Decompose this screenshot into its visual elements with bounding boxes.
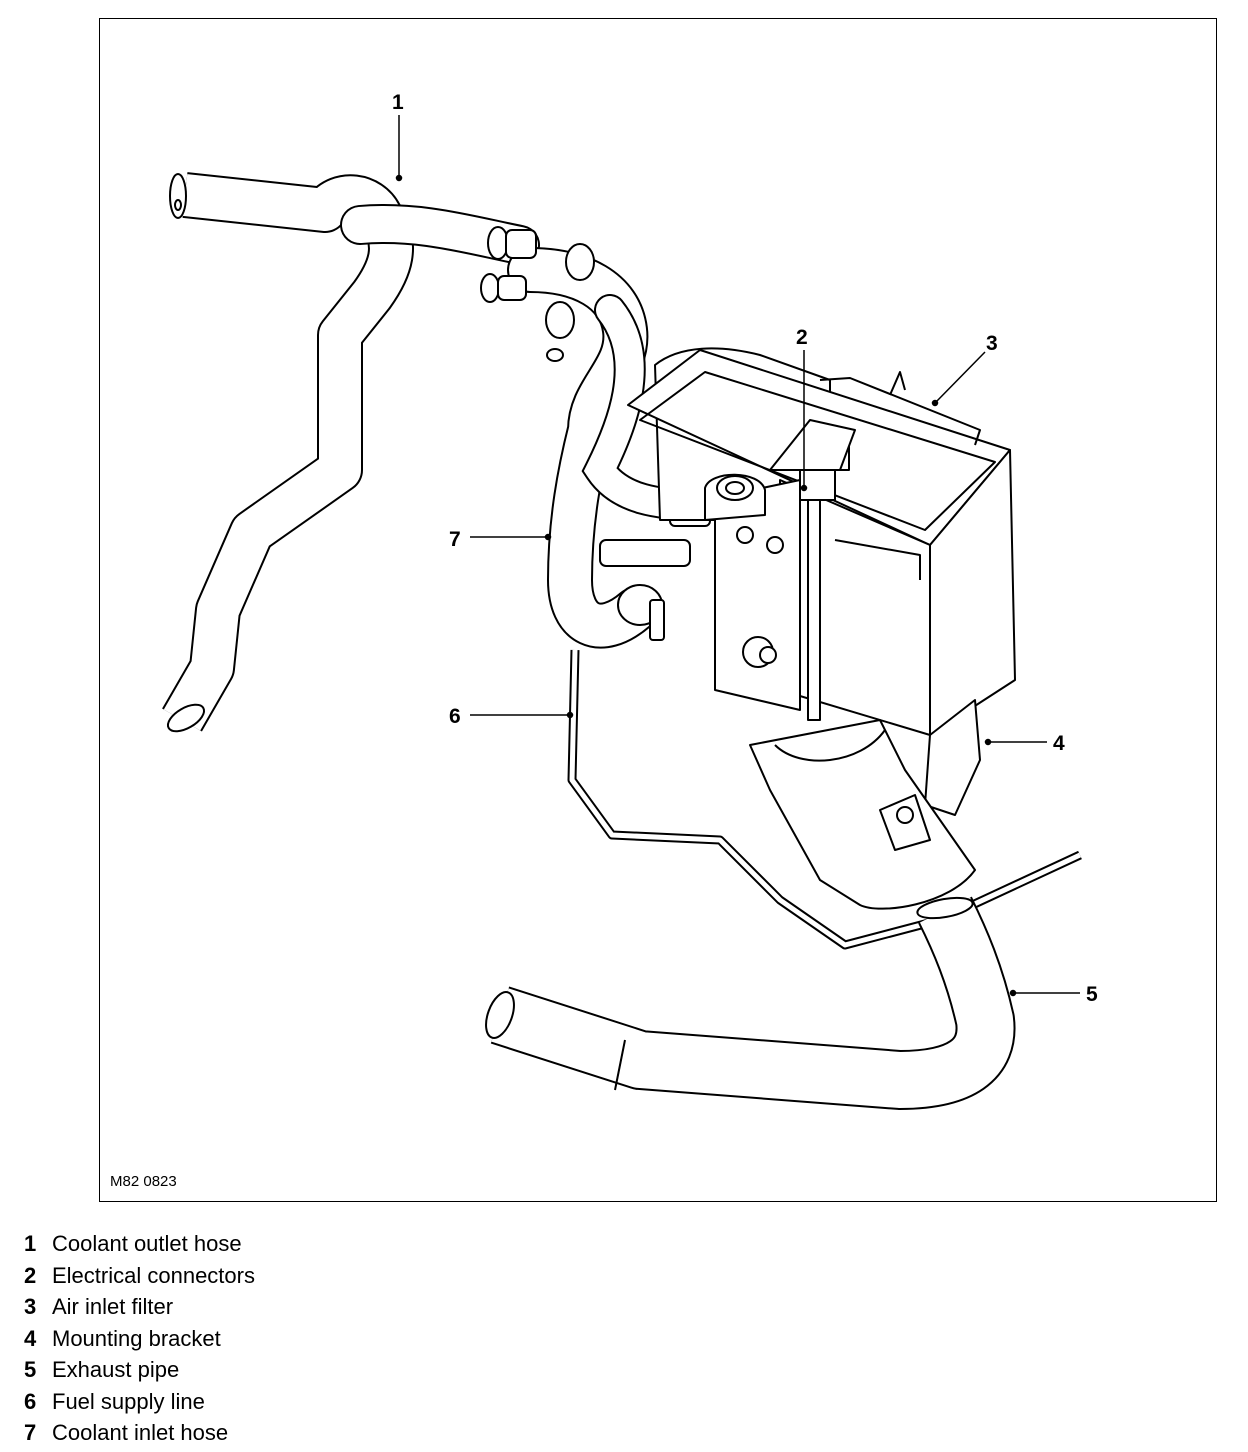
- legend-number: 2: [24, 1262, 37, 1288]
- legend-number: 1: [24, 1231, 37, 1256]
- callout-4: 4: [1053, 732, 1065, 755]
- legend-label: Exhaust pipe: [52, 1357, 180, 1382]
- parts-legend: 1 Coolant outlet hose 2 Electrical connect…: [24, 1228, 255, 1449]
- heater-unit: [627, 347, 1016, 736]
- legend-item: 7 Coolant inlet hose: [24, 1417, 255, 1449]
- legend-number: 4: [24, 1325, 37, 1351]
- legend-item: 4 Mounting bracket: [24, 1323, 255, 1355]
- legend-number: 7: [24, 1420, 37, 1445]
- legend-label: Fuel supply line: [52, 1388, 205, 1414]
- legend-item: 2 Electrical connectors: [24, 1260, 255, 1292]
- legend-number: 5: [24, 1357, 37, 1382]
- hose-clamps: [480, 226, 711, 641]
- legend-label: Electrical connectors: [52, 1262, 255, 1288]
- legend-label: Coolant inlet hose: [52, 1420, 229, 1445]
- legend-label: Coolant outlet hose: [52, 1231, 242, 1256]
- exhaust-pipe: [485, 896, 1016, 1110]
- callout-7: 7: [449, 528, 461, 551]
- coolant-outlet-hose: [162, 172, 540, 733]
- legend-number: 6: [24, 1388, 37, 1414]
- heater-assembly-diagram: [162, 115, 1082, 1110]
- figure-frame: [99, 18, 1217, 1202]
- legend-number: 3: [24, 1294, 37, 1319]
- legend-item: 3 Air inlet filter: [24, 1291, 255, 1323]
- legend-label: Air inlet filter: [52, 1294, 174, 1319]
- callout-6: 6: [449, 705, 461, 728]
- callout-3: 3: [986, 332, 998, 355]
- figure-code: M82 0823: [110, 1173, 177, 1190]
- legend-item: 1 Coolant outlet hose: [24, 1228, 255, 1260]
- mounting-bracket: [749, 699, 981, 910]
- legend-label: Mounting bracket: [52, 1325, 221, 1351]
- callout-1: 1: [392, 91, 404, 114]
- leader-lines: [395, 115, 1080, 997]
- legend-item: 5 Exhaust pipe: [24, 1354, 255, 1386]
- callout-2: 2: [796, 326, 808, 349]
- callout-5: 5: [1086, 983, 1098, 1006]
- legend-item: 6 Fuel supply line: [24, 1386, 255, 1418]
